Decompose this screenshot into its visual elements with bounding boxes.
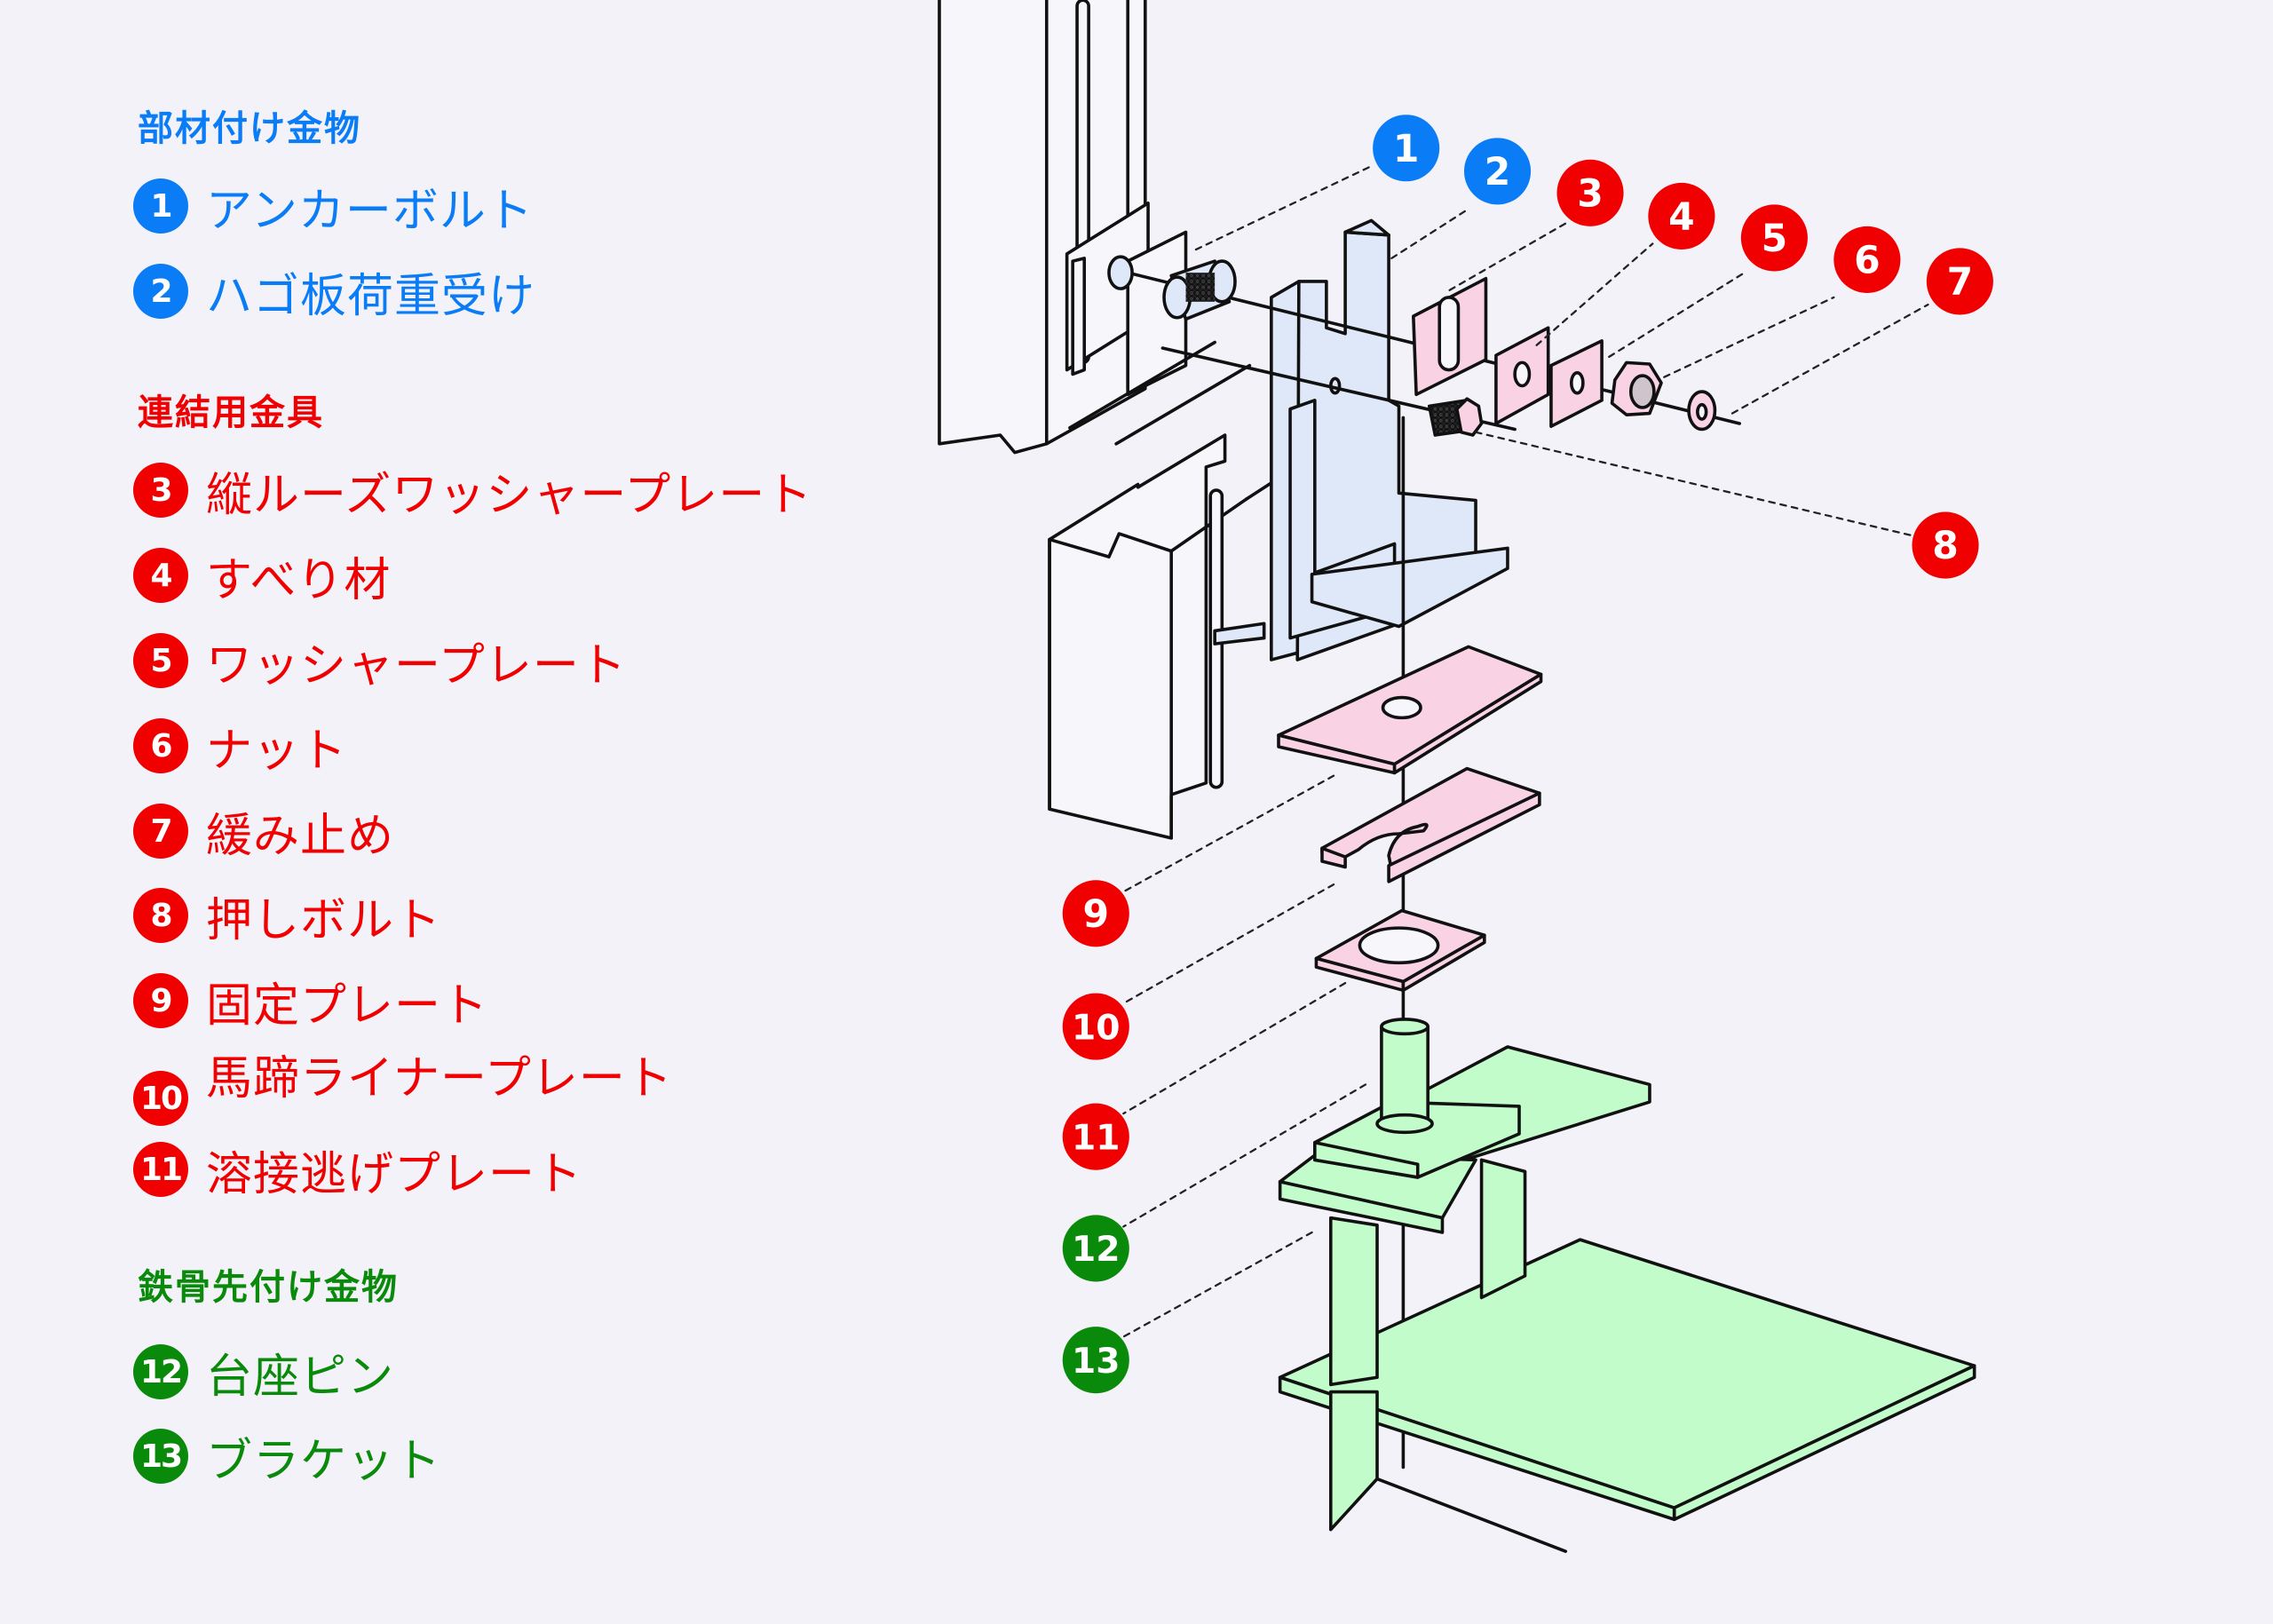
- callout-number: 6: [1854, 240, 1881, 283]
- part-hagoita-load-receiver: [1213, 218, 1509, 661]
- callout-6: 6: [1833, 226, 1901, 294]
- group-title-connection-hardware: 連結用金具: [138, 392, 324, 433]
- part-push-bolt: [1428, 397, 1484, 437]
- legend-item-fixing-plate: 9 固定プレート: [133, 970, 489, 1033]
- callout-number: 4: [1668, 196, 1695, 240]
- callout-number: 7: [1947, 261, 1974, 305]
- legend-label: 固定プレート: [206, 978, 489, 1033]
- legend-label: 台座ピン: [206, 1350, 395, 1404]
- part-horseshoe-liner-plate: [1320, 766, 1541, 883]
- callout-7: 7: [1926, 248, 1993, 315]
- legend-label: ワッシャープレート: [206, 638, 627, 693]
- number-badge: 6: [133, 718, 188, 773]
- legend-label: ナット: [206, 724, 348, 778]
- legend-item-pedestal-pin: 12 台座ピン: [133, 1341, 395, 1404]
- callout-number: 11: [1072, 1118, 1121, 1158]
- part-washer-plate: [1549, 339, 1604, 429]
- callout-13: 13: [1062, 1327, 1129, 1394]
- legend-label: ハゴ板荷重受け: [206, 269, 536, 323]
- callout-number: 9: [1083, 893, 1110, 937]
- legend-item-horseshoe-liner-plate: 10 馬蹄ライナープレート: [133, 1052, 673, 1126]
- callout-number: 8: [1932, 525, 1959, 568]
- upper-wall-panel: [938, 0, 1188, 455]
- number-badge: 7: [133, 804, 188, 859]
- callout-number: 3: [1577, 172, 1604, 216]
- legend-item-hagoita-load-receiver: 2 ハゴ板荷重受け: [133, 260, 536, 323]
- legend-label: すべり材: [206, 553, 392, 607]
- legend-item-lock-washer: 7 緩み止め: [133, 800, 395, 863]
- part-lock-washer: [1687, 390, 1717, 432]
- callout-number: 2: [1485, 151, 1511, 194]
- number-badge: 1: [133, 178, 188, 234]
- callout-1: 1: [1373, 115, 1440, 182]
- callout-9: 9: [1062, 880, 1129, 947]
- part-fixing-plate: [1277, 645, 1543, 775]
- number-badge: 12: [133, 1344, 188, 1399]
- number-badge: 8: [133, 888, 188, 943]
- legend-item-nut: 6 ナット: [133, 715, 348, 778]
- legend-item-vertical-loose-washer-plate: 3 縦ルーズワッシャープレート: [133, 459, 813, 522]
- legend-item-push-bolt: 8 押しボルト: [133, 884, 441, 947]
- legend-label: 馬蹄ライナープレート: [206, 1051, 673, 1105]
- legend-label: 溶接逃げプレート: [206, 1147, 583, 1201]
- group-title-member-fittings: 部材付け金物: [138, 108, 361, 149]
- callout-10: 10: [1062, 993, 1129, 1060]
- callout-5: 5: [1740, 204, 1808, 272]
- legend-item-anchor-bolt: 1 アンカーボルト: [133, 175, 534, 238]
- number-badge: 4: [133, 548, 188, 603]
- callout-number: 5: [1762, 218, 1788, 261]
- number-badge: 11: [133, 1142, 188, 1197]
- leader-lines: [1122, 164, 1929, 1338]
- part-sliding-material: [1494, 326, 1550, 425]
- callout-4: 4: [1648, 182, 1715, 250]
- part-weld-relief-plate: [1314, 908, 1486, 993]
- number-badge: 13: [133, 1429, 188, 1484]
- number-badge: 10: [133, 1071, 188, 1126]
- legend-item-sliding-material: 4 すべり材: [133, 544, 392, 607]
- callout-3: 3: [1556, 159, 1624, 226]
- callout-8: 8: [1912, 511, 1979, 579]
- number-badge: 9: [133, 973, 188, 1028]
- legend-label: アンカーボルト: [206, 184, 534, 238]
- legend-item-washer-plate: 5 ワッシャープレート: [133, 630, 627, 693]
- part-nut: [1610, 360, 1663, 416]
- lower-wall-panel: [1048, 340, 1273, 840]
- callout-number: 10: [1072, 1008, 1121, 1048]
- part-anchor-bolt: [1107, 255, 1237, 321]
- legend-label: ブラケット: [206, 1434, 442, 1488]
- legend-label: 緩み止め: [206, 809, 395, 863]
- callout-number: 13: [1072, 1342, 1121, 1382]
- callout-number: 1: [1393, 128, 1420, 171]
- callout-2: 2: [1463, 138, 1532, 205]
- callout-12: 12: [1062, 1215, 1129, 1282]
- number-badge: 5: [133, 633, 188, 688]
- part-vertical-loose-washer-plate: [1412, 276, 1488, 397]
- legend-label: 縦ルーズワッシャープレート: [206, 468, 813, 522]
- legend: 部材付け金物 1 アンカーボルト 2 ハゴ板荷重受け 連結用金具 3 縦ルーズワ…: [0, 0, 888, 1624]
- legend-item-weld-relief-plate: 11 溶接逃げプレート: [133, 1138, 583, 1201]
- legend-item-bracket: 13 ブラケット: [133, 1425, 442, 1488]
- part-bracket: [1278, 1045, 1976, 1553]
- group-title-steel-fittings: 鉄骨先付け金物: [138, 1267, 399, 1308]
- number-badge: 2: [133, 264, 188, 319]
- legend-label: 押しボルト: [206, 893, 442, 947]
- callout-11: 11: [1062, 1103, 1129, 1170]
- part-pedestal-pin: [1313, 1018, 1521, 1179]
- callout-number: 12: [1072, 1230, 1121, 1270]
- number-badge: 3: [133, 463, 188, 518]
